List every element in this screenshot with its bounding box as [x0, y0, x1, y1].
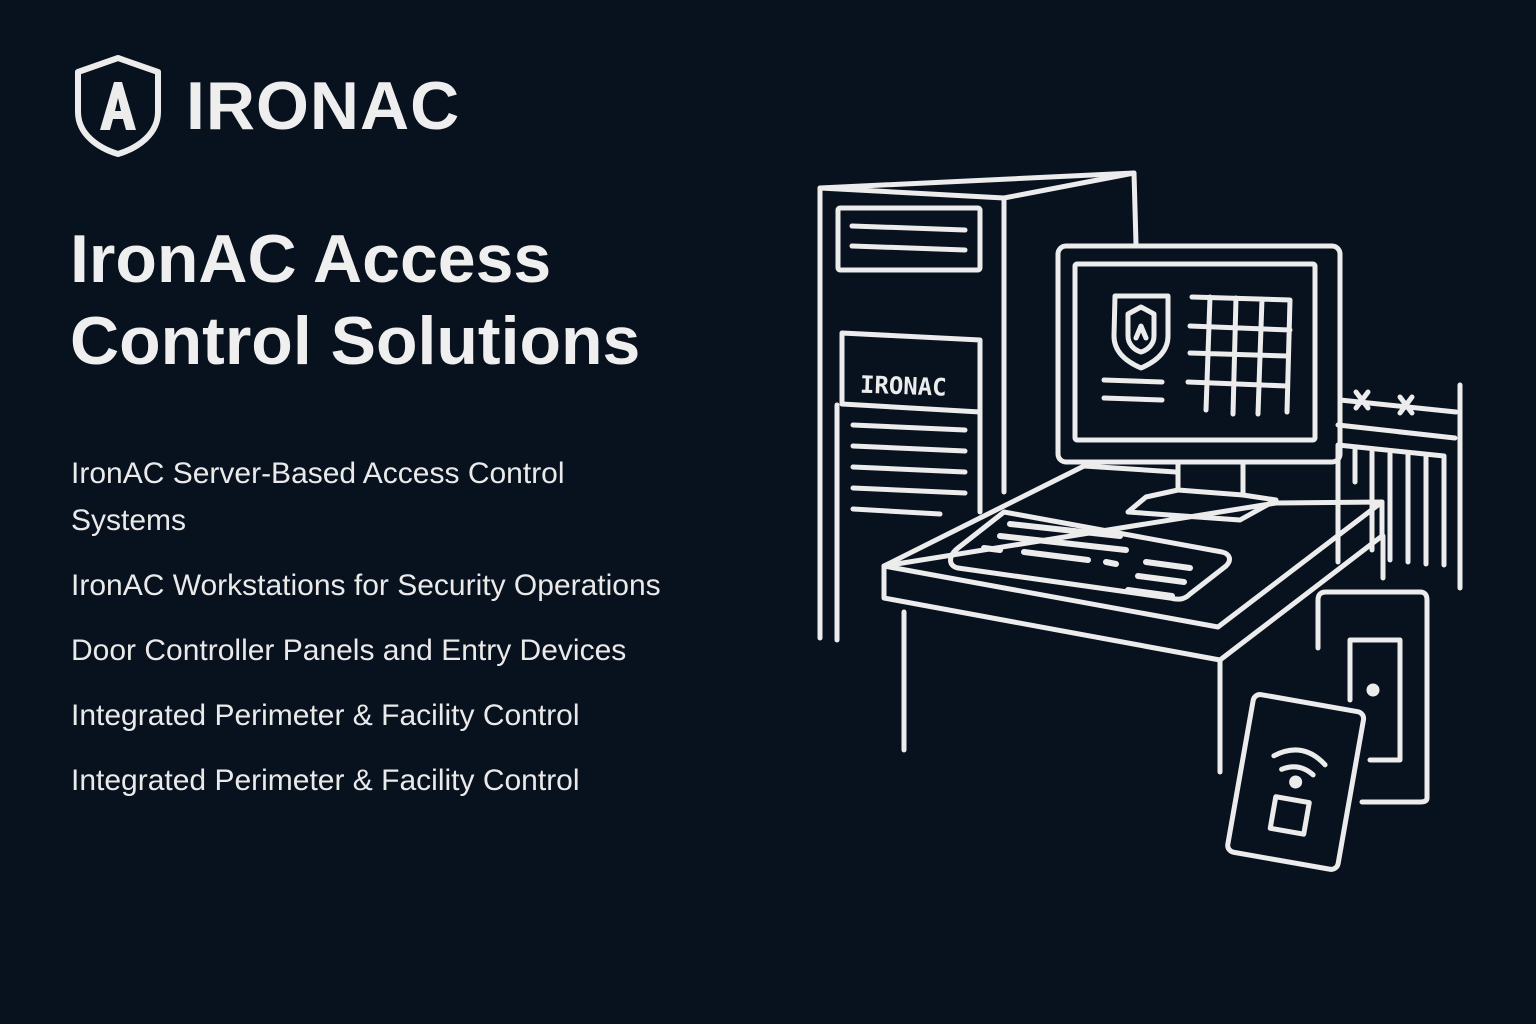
feature-item: Integrated Perimeter & Facility Control — [71, 699, 580, 732]
wifi-icon — [1271, 747, 1328, 778]
access-card-icon — [1225, 692, 1367, 872]
headline-line1: IronAC Access — [70, 221, 552, 297]
brand-logo: IRONAC — [72, 54, 460, 158]
server-tower-icon: IRONAC — [817, 170, 1139, 643]
monitor-icon — [1055, 243, 1343, 523]
desk-icon — [881, 463, 1386, 775]
feature-item: IronAC Workstations for Security Operati… — [71, 569, 661, 602]
server-label: IRONAC — [860, 371, 948, 402]
door-controller-icon — [1315, 589, 1430, 805]
fence-icon — [1335, 382, 1463, 591]
feature-list: IronAC Server-Based Access Control Syste… — [71, 450, 791, 822]
barbed-wire-icon — [1353, 389, 1415, 416]
feature-item: Integrated Perimeter & Facility Control — [71, 764, 580, 797]
keyboard-icon — [948, 509, 1232, 602]
shield-logo-icon — [75, 55, 161, 157]
feature-item: Door Controller Panels and Entry Devices — [71, 634, 627, 667]
feature-item: IronAC Server-Based Access Control Syste… — [71, 457, 565, 537]
brand-name: IRONAC — [186, 68, 461, 144]
headline-line2: Control Solutions — [70, 303, 641, 379]
